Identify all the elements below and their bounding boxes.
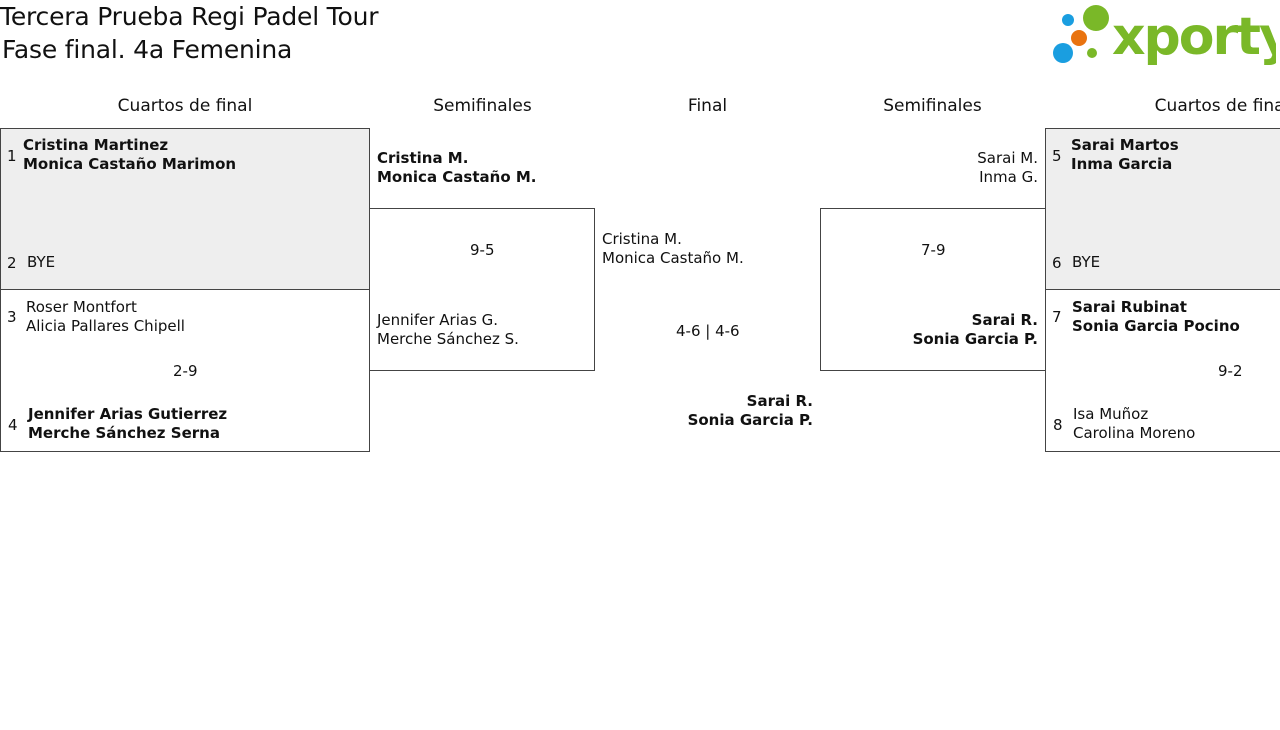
xporty-logo[interactable]: xporty <box>1052 4 1280 67</box>
player-name: BYE <box>27 253 56 271</box>
match-score: 7-9 <box>921 241 946 259</box>
col-head-semis-right: Semifinales <box>883 96 982 116</box>
match-score: 9-5 <box>470 241 495 259</box>
player-name: Sarai R. <box>971 311 1038 329</box>
final-score: 4-6 | 4-6 <box>676 322 740 340</box>
player-name: Sarai Martos <box>1071 136 1179 154</box>
col-head-cuartos-right: Cuartos de final <box>1154 96 1280 116</box>
match-score: 9-2 <box>1218 362 1243 380</box>
xporty-logo-mark: xporty <box>1053 5 1280 67</box>
player-name: Cristina M. <box>602 230 682 248</box>
player-name: Merche Sánchez S. <box>377 330 519 348</box>
player-name: Sonia Garcia P. <box>687 411 813 429</box>
final-bottom-team[interactable]: Sarai R. Sonia Garcia P. <box>595 392 813 430</box>
phase-title: Fase final. 4a Femenina <box>2 35 293 64</box>
seed-number: 5 <box>1052 147 1062 165</box>
player-name: Monica Castaño Marimon <box>23 155 237 173</box>
seed-number: 8 <box>1053 416 1063 434</box>
player-name: Sarai R. <box>746 392 813 410</box>
team-2-bye: BYE <box>27 253 55 272</box>
col-head-semis-left: Semifinales <box>433 96 532 116</box>
player-name: Monica Castaño M. <box>602 249 744 267</box>
team-4[interactable]: Jennifer Arias Gutierrez Merche Sánchez … <box>28 405 227 443</box>
player-name: Alicia Pallares Chipell <box>26 317 185 335</box>
logo-text: xporty <box>1112 7 1276 66</box>
seed-number: 3 <box>7 308 17 326</box>
match-qf-1-2[interactable] <box>0 128 370 290</box>
sf-right-bottom-team[interactable]: Sarai R. Sonia Garcia P. <box>820 311 1038 349</box>
player-name: Merche Sánchez Serna <box>28 424 220 442</box>
sf-left-bottom-team[interactable]: Jennifer Arias G. Merche Sánchez S. <box>377 311 519 349</box>
player-name: Inma G. <box>979 168 1038 186</box>
match-sf-left[interactable] <box>369 208 595 371</box>
player-name: Sonia Garcia Pocino <box>1072 317 1240 335</box>
seed-number: 1 <box>7 147 17 165</box>
player-name: Jennifer Arias G. <box>377 311 499 329</box>
col-head-final: Final <box>687 96 728 116</box>
match-score: 2-9 <box>173 362 198 380</box>
team-5[interactable]: Sarai Martos Inma Garcia <box>1071 136 1179 174</box>
match-qf-7-8[interactable] <box>1045 289 1280 452</box>
col-head-cuartos-left: Cuartos de final <box>117 96 253 116</box>
player-name: Sarai Rubinat <box>1072 298 1187 316</box>
sf-right-top-team[interactable]: Sarai M. Inma G. <box>820 149 1038 187</box>
seed-number: 6 <box>1052 254 1062 272</box>
player-name: Isa Muñoz <box>1073 405 1149 423</box>
team-6-bye: BYE <box>1072 253 1100 272</box>
player-name: Inma Garcia <box>1071 155 1173 173</box>
seed-number: 4 <box>8 416 18 434</box>
player-name: Cristina Martinez <box>23 136 169 154</box>
match-qf-5-6[interactable] <box>1045 128 1280 290</box>
player-name: Carolina Moreno <box>1073 424 1196 442</box>
seed-number: 7 <box>1052 308 1062 326</box>
team-3[interactable]: Roser Montfort Alicia Pallares Chipell <box>26 298 185 336</box>
player-name: Monica Castaño M. <box>377 168 537 186</box>
sf-left-top-team[interactable]: Cristina M. Monica Castaño M. <box>377 149 536 187</box>
player-name: Sonia Garcia P. <box>912 330 1038 348</box>
player-name: Roser Montfort <box>26 298 137 316</box>
team-1[interactable]: Cristina Martinez Monica Castaño Marimon <box>23 136 236 174</box>
seed-number: 2 <box>7 254 17 272</box>
player-name: Cristina M. <box>377 149 469 167</box>
player-name: Sarai M. <box>977 149 1038 167</box>
tournament-title: Tercera Prueba Regi Padel Tour <box>0 2 379 31</box>
player-name: BYE <box>1072 253 1101 271</box>
team-8[interactable]: Isa Muñoz Carolina Moreno <box>1073 405 1195 443</box>
final-top-team[interactable]: Cristina M. Monica Castaño M. <box>602 230 744 268</box>
player-name: Jennifer Arias Gutierrez <box>28 405 228 423</box>
team-7[interactable]: Sarai Rubinat Sonia Garcia Pocino <box>1072 298 1240 336</box>
